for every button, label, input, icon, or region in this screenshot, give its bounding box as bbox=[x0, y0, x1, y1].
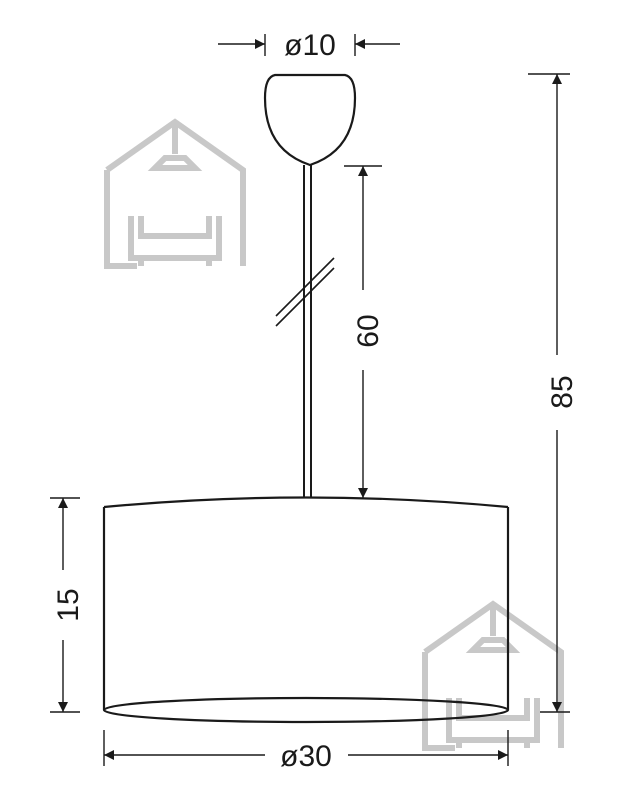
total-height-dimension: 85 bbox=[528, 73, 579, 713]
cable-length-label: 60 bbox=[352, 314, 385, 347]
suspension-rod bbox=[303, 165, 312, 498]
canopy-diameter-label: ø10 bbox=[284, 29, 336, 62]
shade-height-dimension: 15 bbox=[50, 497, 85, 713]
lamp-shade bbox=[102, 496, 510, 724]
shade-height-label: 15 bbox=[52, 588, 85, 621]
shade-diameter-label: ø30 bbox=[280, 740, 332, 773]
house-with-sofa-icon bbox=[422, 600, 564, 751]
canopy-diameter-dimension: ø10 bbox=[218, 29, 400, 62]
total-height-label: 85 bbox=[546, 375, 579, 408]
ceiling-canopy bbox=[263, 73, 357, 167]
cable-break-mark bbox=[275, 257, 335, 327]
house-with-sofa-icon bbox=[104, 118, 246, 269]
cable-length-dimension: 60 bbox=[344, 165, 385, 498]
shade-diameter-dimension: ø30 bbox=[103, 730, 509, 773]
